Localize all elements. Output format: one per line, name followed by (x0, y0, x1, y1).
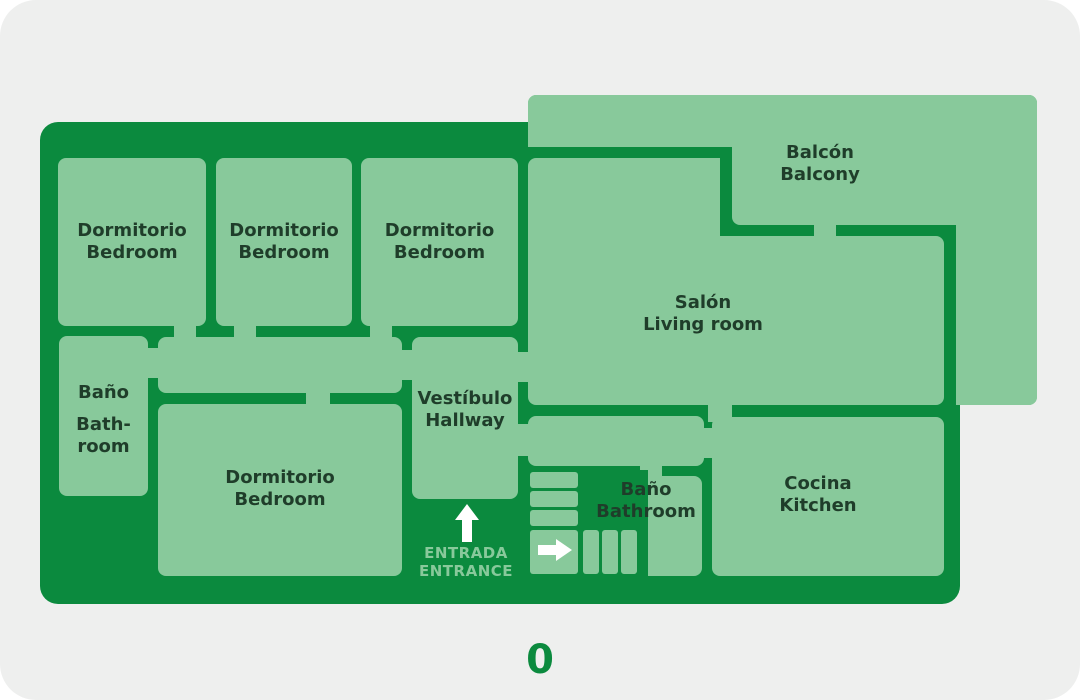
floor-number: 0 (526, 637, 554, 683)
label-living: Salón Living room (603, 292, 803, 336)
door-gap-hall-living (512, 352, 534, 382)
corridor (158, 337, 402, 393)
label-hallway: Vestíbulo Hallway (412, 388, 518, 432)
stair-step-2 (530, 491, 578, 507)
room-bedroom-4 (158, 404, 402, 576)
label-bedroom-1-es: Dormitorio (77, 220, 187, 241)
lower-corridor (528, 416, 704, 466)
stair-step-3 (530, 510, 578, 526)
room-kitchen (712, 417, 944, 576)
room-bathroom-1 (59, 336, 148, 496)
stair-step-1 (530, 472, 578, 488)
label-bedroom-4-en: Bedroom (234, 489, 326, 510)
entrance-label-es: ENTRADA (424, 544, 508, 562)
stair-step-5 (602, 530, 618, 574)
room-bedroom-2 (216, 158, 352, 326)
label-bedroom-2: Dormitorio Bedroom (216, 220, 352, 264)
label-bedroom-2-es: Dormitorio (229, 220, 339, 241)
living-fill (700, 158, 720, 258)
label-bathroom-1: Baño Bath- room (59, 382, 148, 458)
balcony-side (956, 95, 1037, 405)
entrance-label: ENTRADA ENTRANCE (410, 544, 522, 580)
label-bathroom-1-es: Baño (77, 382, 130, 403)
label-bedroom-4: Dormitorio Bedroom (158, 467, 402, 511)
door-gap-kitchen (698, 428, 720, 458)
entrance-label-en: ENTRANCE (419, 562, 513, 580)
label-living-en: Living room (643, 314, 763, 335)
door-gap-hall (396, 350, 418, 380)
label-balcony-es: Balcón (786, 142, 854, 163)
label-bedroom-1: Dormitorio Bedroom (58, 220, 206, 264)
arrow-right-icon (538, 539, 572, 561)
label-bedroom-4-es: Dormitorio (225, 467, 335, 488)
staircase (528, 470, 648, 578)
label-bathroom-1-en2: room (77, 436, 130, 457)
stair-step-4 (583, 530, 599, 574)
label-bedroom-1-en: Bedroom (86, 242, 178, 263)
label-hallway-es: Vestíbulo (417, 388, 513, 409)
arrow-up-icon (455, 504, 479, 542)
door-gap-4 (306, 388, 330, 410)
label-bedroom-3-en: Bedroom (393, 242, 486, 263)
door-gap-living-lower (708, 400, 732, 422)
label-bedroom-2-en: Bedroom (238, 242, 330, 263)
room-living (528, 158, 720, 405)
label-bedroom-3-es: Dormitorio (384, 220, 495, 241)
label-bedroom-3: Dormitorio Bedroom (361, 220, 518, 264)
label-kitchen-en: Kitchen (779, 495, 857, 516)
label-balcony: Balcón Balcony (740, 142, 900, 186)
room-bedroom-3 (361, 158, 518, 326)
label-bathroom-2: Baño Bathroom (588, 479, 704, 523)
room-bedroom-1 (58, 158, 206, 326)
label-kitchen: Cocina Kitchen (728, 473, 908, 517)
label-hallway-en: Hallway (425, 410, 505, 431)
room-hallway (412, 337, 518, 499)
door-gap-1 (174, 320, 196, 342)
label-living-es: Salón (674, 292, 732, 313)
label-kitchen-es: Cocina (784, 473, 852, 494)
stair-step-6 (621, 530, 637, 574)
label-bathroom-2-en: Bathroom (596, 501, 696, 522)
room-living-main (700, 236, 944, 405)
door-gap-3 (370, 320, 392, 342)
label-balcony-en: Balcony (780, 164, 860, 185)
label-bathroom-2-es: Baño (620, 479, 672, 500)
label-bathroom-1-en1: Bath- (76, 414, 131, 435)
door-gap-lower (512, 424, 534, 456)
door-gap-balcony (814, 220, 836, 242)
door-gap-2 (234, 320, 256, 342)
